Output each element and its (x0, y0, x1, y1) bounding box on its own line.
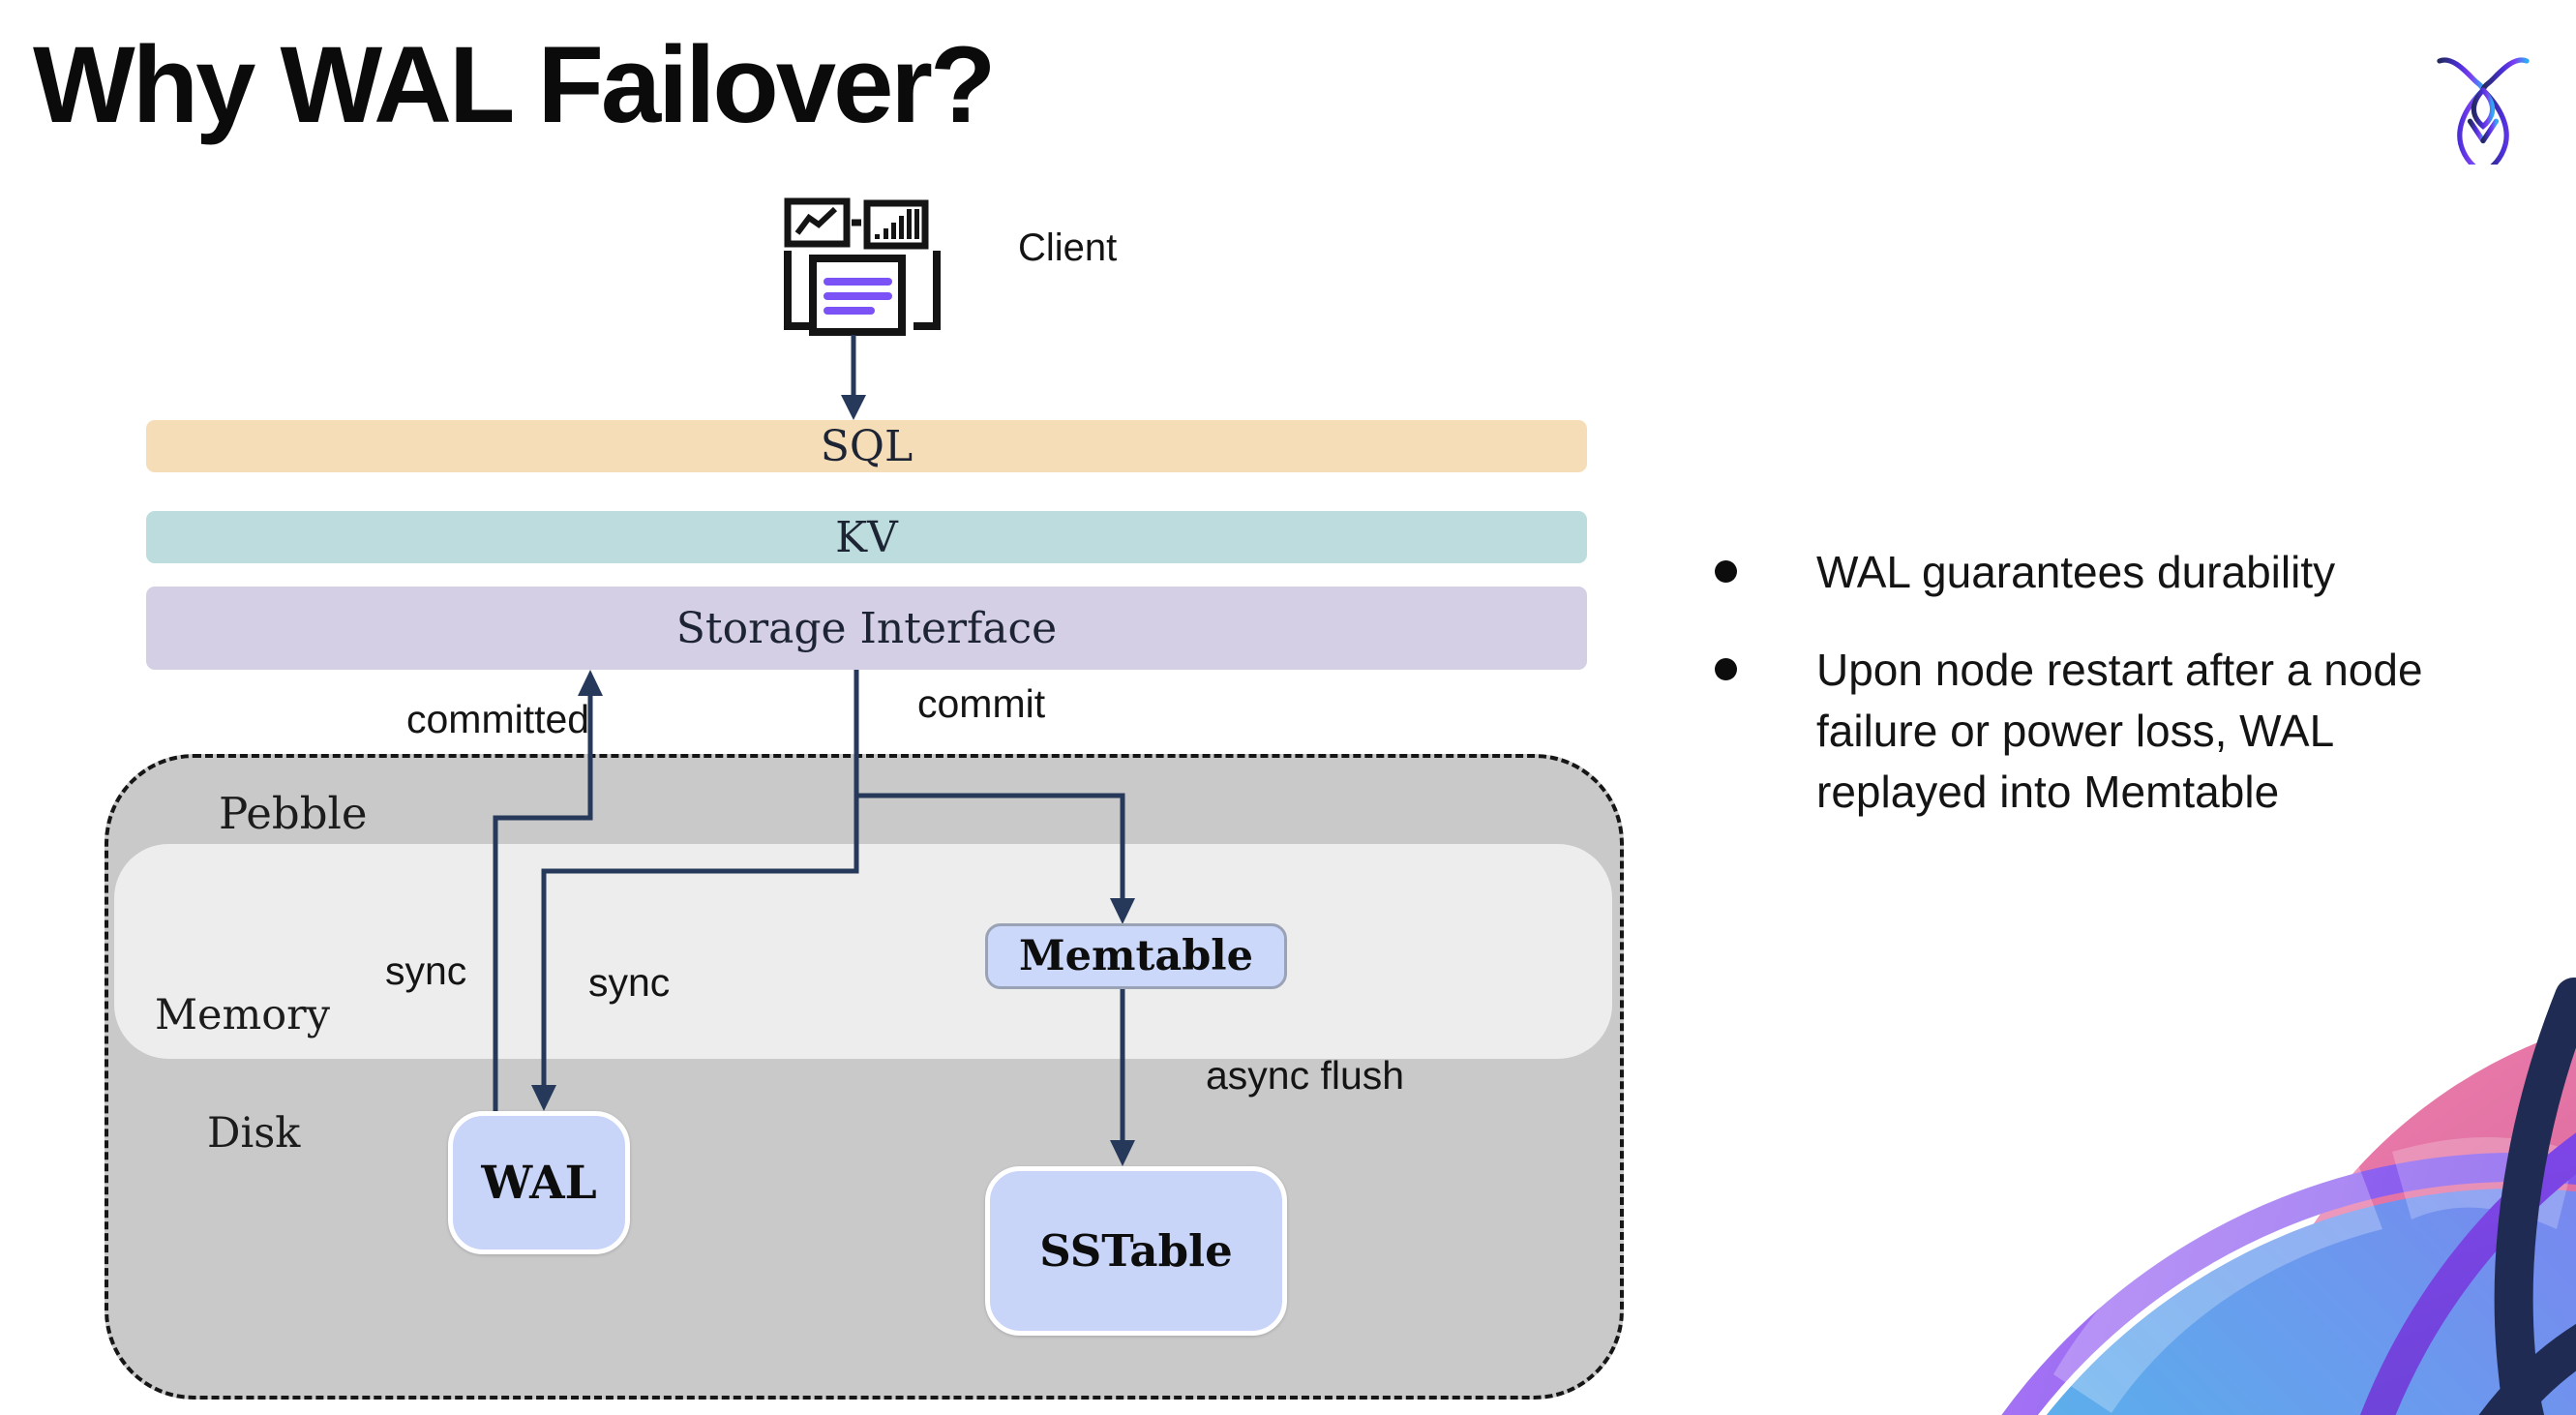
edge-label-sync-left: sync (385, 948, 467, 993)
cockroachdb-logo-icon (2437, 57, 2530, 165)
node-sstable-label: SSTable (1039, 1225, 1233, 1277)
bullet-text: WAL guarantees durability (1816, 547, 2336, 597)
layer-bar-storage-interface: Storage Interface (146, 587, 1587, 670)
layer-bar-kv: KV (146, 511, 1587, 563)
node-wal: WAL (448, 1111, 630, 1254)
edge-label-async-flush: async flush (1206, 1053, 1405, 1098)
brand-corner-artwork (2001, 978, 2576, 1415)
pebble-label: Pebble (219, 788, 368, 839)
node-memtable-label: Memtable (1019, 932, 1253, 980)
edge-label-sync-right: sync (588, 960, 671, 1005)
bullet-dot (1715, 560, 1737, 583)
arrowhead-into-storage (578, 670, 603, 696)
bullet-text: Upon node restart after a node failure o… (1816, 645, 2423, 817)
node-sstable: SSTable (985, 1166, 1287, 1336)
bullet-item: WAL guarantees durability (1715, 542, 2499, 603)
layer-bar-sql: SQL (146, 420, 1587, 472)
client-label: Client (1018, 226, 1118, 269)
edge-label-committed: committed (406, 697, 590, 741)
layer-bar-storage-interface-label: Storage Interface (675, 603, 1058, 653)
memory-band (114, 844, 1612, 1059)
page-title: Why WAL Failover? (33, 24, 996, 145)
disk-region-label: Disk (207, 1109, 301, 1158)
node-memtable: Memtable (985, 923, 1287, 989)
client-devices-icon (784, 197, 941, 336)
node-wal-label: WAL (481, 1156, 597, 1210)
edge-label-commit: commit (917, 681, 1046, 726)
bullet-item: Upon node restart after a node failure o… (1715, 640, 2499, 823)
layer-bar-sql-label: SQL (820, 421, 914, 471)
memory-region-label: Memory (155, 991, 330, 1039)
arrowhead-into-sql (841, 395, 866, 420)
bullet-dot (1715, 658, 1737, 680)
layer-bar-kv-label: KV (835, 512, 898, 562)
